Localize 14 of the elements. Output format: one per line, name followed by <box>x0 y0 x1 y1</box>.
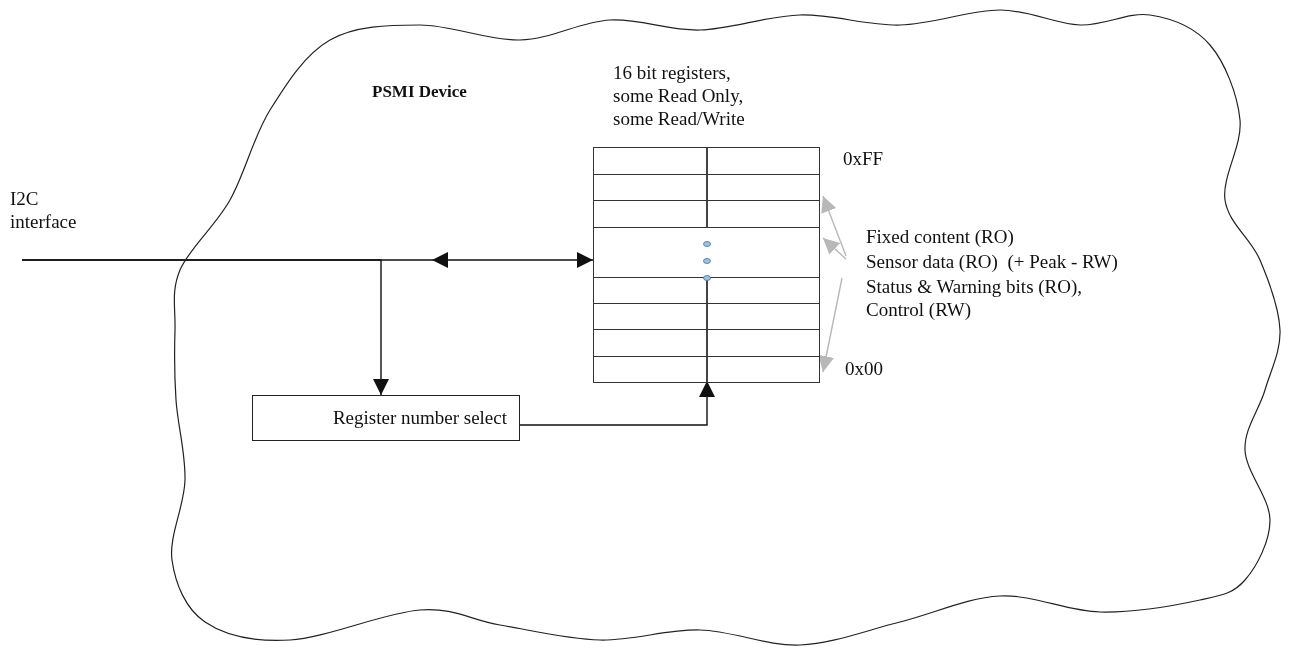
text-label: I2C interface <box>10 188 90 238</box>
address-label: 0x00 <box>845 358 883 380</box>
text-label: Sensor data (RO) (+ Peak - RW) <box>866 251 1166 275</box>
connector-arrow <box>818 277 843 373</box>
connector-arrow <box>822 237 847 260</box>
address-label: 0xFF <box>843 148 884 170</box>
text-label: Fixed content (RO) <box>866 226 1066 250</box>
connector-arrow <box>21 259 389 396</box>
register-heading: 16 bit registers, some Read Only, some Read/Write <box>613 62 746 131</box>
box-label: Register number select <box>332 406 507 430</box>
connector-arrow <box>821 195 847 257</box>
text-label: Status & Warning bits (RO), Control (RW) <box>866 276 1111 324</box>
process-box <box>252 395 520 441</box>
device-title: PSMI Device <box>372 82 467 103</box>
